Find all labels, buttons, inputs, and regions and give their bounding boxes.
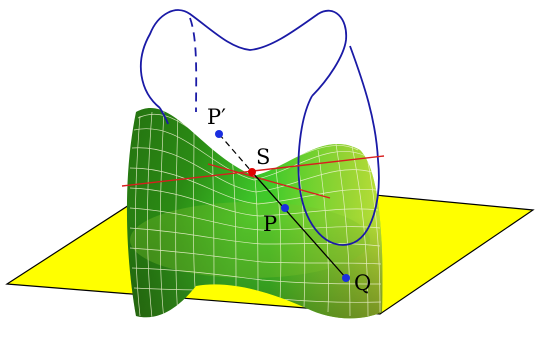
outline-curve-hidden <box>189 17 198 113</box>
point-s <box>248 168 256 176</box>
outline-curve-left <box>159 107 169 125</box>
label-s: S <box>256 145 270 169</box>
point-pprime <box>215 130 223 138</box>
point-p <box>281 204 289 212</box>
segment-pprime-s <box>218 133 253 173</box>
label-p: P <box>263 212 277 236</box>
label-pprime: P′ <box>207 105 226 129</box>
label-q: Q <box>354 271 371 295</box>
outline-curve-front <box>297 45 380 246</box>
point-q <box>342 274 350 282</box>
segment-s-q <box>251 171 347 279</box>
outline-curve-upper <box>139 9 347 109</box>
tangent-line-2 <box>207 163 331 199</box>
